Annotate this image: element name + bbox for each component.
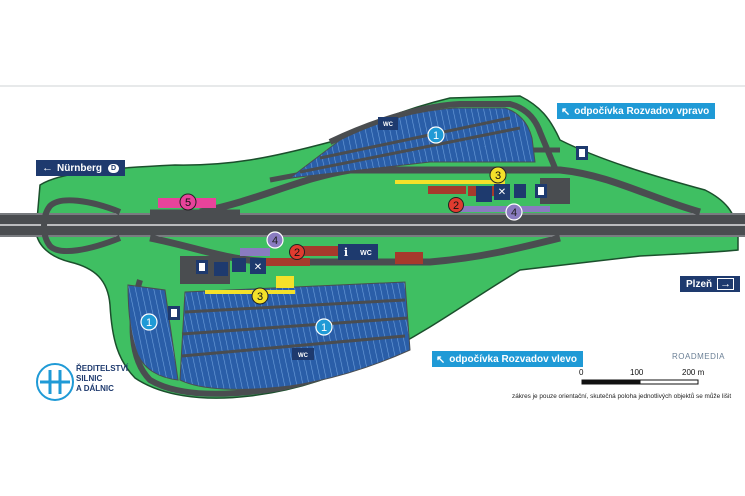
sign-rozvadov-left-label: odpočívka Rozvadov vlevo: [449, 353, 578, 365]
arrow-left-icon: ↖: [561, 105, 571, 118]
marker-3-north: 3: [489, 166, 507, 184]
svg-text:WC: WC: [298, 353, 309, 359]
south-fuel-icon: [168, 306, 180, 320]
svg-text:1: 1: [321, 322, 327, 334]
north-restaurant-icon: ✕: [476, 184, 547, 202]
svg-text:✕: ✕: [498, 187, 506, 198]
rsd-logo-text: ŘEDITELSTVÍ SILNIC A DÁLNIC: [76, 364, 128, 394]
marker-1-south-west: 1: [140, 313, 158, 331]
sign-rozvadov-right-label: odpočívka Rozvadov vpravo: [574, 105, 710, 117]
north-wc-icon: WC: [378, 117, 398, 130]
svg-text:WC: WC: [360, 250, 372, 257]
rsd-logo-icon: [36, 363, 74, 401]
logo-line-1: ŘEDITELSTVÍ: [76, 364, 129, 373]
sign-plzen: Plzeň →: [680, 276, 741, 292]
arrow-left-icon: ←: [42, 162, 53, 174]
north-ramp-road: [199, 166, 701, 216]
parking-aisles: [181, 116, 521, 358]
north-yellow-strip: [395, 180, 505, 184]
south-parking: [179, 281, 411, 390]
sign-rozvadov-right: ↖ odpočívka Rozvadov vpravo: [557, 103, 716, 119]
svg-text:i: i: [344, 246, 348, 259]
scale-bar: [581, 379, 699, 385]
sign-nurnberg-label: Nürnberg: [57, 162, 102, 174]
marker-2-south: 2: [289, 244, 305, 260]
svg-text:3: 3: [495, 170, 501, 182]
svg-text:4: 4: [272, 235, 278, 247]
svg-text:WC: WC: [383, 122, 394, 128]
marker-1-north: 1: [427, 126, 445, 144]
marker-5: 5: [179, 193, 197, 211]
sign-nurnberg: ← Nürnberg D: [36, 160, 126, 176]
country-badge: D: [108, 163, 120, 173]
south-yellow-strip: [205, 290, 295, 294]
logo-line-3: A DÁLNIC: [76, 384, 114, 393]
marker-2-north: 2: [448, 197, 464, 213]
svg-text:3: 3: [257, 291, 263, 303]
svg-text:2: 2: [453, 200, 459, 212]
disclaimer-note: zákres je pouze orientační, skutečná pol…: [512, 393, 732, 400]
north-fuel-icon: [576, 146, 588, 160]
roadmedia-brand: ROADMEDIA: [672, 352, 725, 361]
svg-text:✕: ✕: [254, 262, 262, 273]
south-yellow-spot: [276, 276, 294, 288]
scale-label-100: 100: [630, 368, 644, 377]
logo-line-2: SILNIC: [76, 374, 103, 383]
west-loop-road: [41, 197, 122, 255]
north-loop-road: [328, 101, 558, 170]
south-buildings: [180, 246, 423, 284]
sign-rozvadov-left: ↖ odpočívka Rozvadov vlevo: [432, 351, 584, 367]
marker-1-south: 1: [315, 318, 333, 336]
sign-plzen-label: Plzeň: [686, 278, 713, 290]
svg-text:2: 2: [294, 247, 300, 259]
marker-3-south: 3: [251, 287, 269, 305]
scale-label-200: 200 m: [682, 368, 705, 377]
south-facility-icons: ✕: [196, 258, 266, 276]
scale-label-0: 0: [579, 368, 584, 377]
south-wc-icon: WC: [292, 348, 314, 360]
marker-4-south: 4: [266, 231, 284, 249]
south-info-wc-icon: i WC: [338, 244, 378, 260]
south-ramp-road: [149, 234, 561, 266]
arrow-right-icon: →: [717, 278, 735, 290]
arrow-left-icon: ↖: [436, 353, 446, 366]
svg-text:5: 5: [185, 197, 191, 209]
south-west-parking: [127, 284, 179, 381]
svg-text:1: 1: [433, 130, 439, 142]
svg-text:1: 1: [146, 317, 152, 329]
marker-4-north: 4: [505, 203, 523, 221]
svg-text:4: 4: [511, 207, 517, 219]
